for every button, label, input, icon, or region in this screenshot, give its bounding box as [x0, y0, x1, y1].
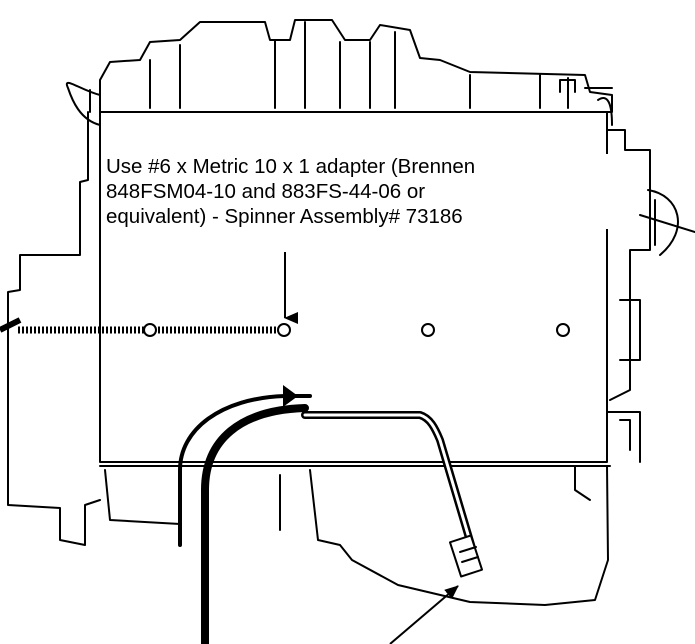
oil-line	[301, 411, 484, 578]
engine-block	[7, 111, 695, 546]
hose-dotted-line	[0, 317, 282, 334]
port-circle-2	[277, 323, 291, 337]
oil-pan	[99, 465, 611, 606]
right-tube	[597, 97, 613, 126]
callout-text: Use #6 x Metric 10 x 1 adapter (Brennen …	[104, 154, 614, 229]
breather-tube	[65, 81, 101, 126]
callout-line-1: Use #6 x Metric 10 x 1 adapter (Brennen	[106, 155, 476, 178]
port-circle-4	[556, 323, 570, 337]
port-circle-1	[143, 323, 157, 337]
callout-line-2: 848FSM04-10 and 883FS-44-06 or	[106, 180, 426, 203]
port-circle-3	[421, 323, 435, 337]
intake-manifold	[99, 19, 613, 113]
callout-line-3: equivalent) - Spinner Assembly# 73186	[106, 205, 463, 228]
bottom-pointer-arrow	[389, 585, 459, 644]
flow-arrow-lines	[178, 385, 312, 644]
